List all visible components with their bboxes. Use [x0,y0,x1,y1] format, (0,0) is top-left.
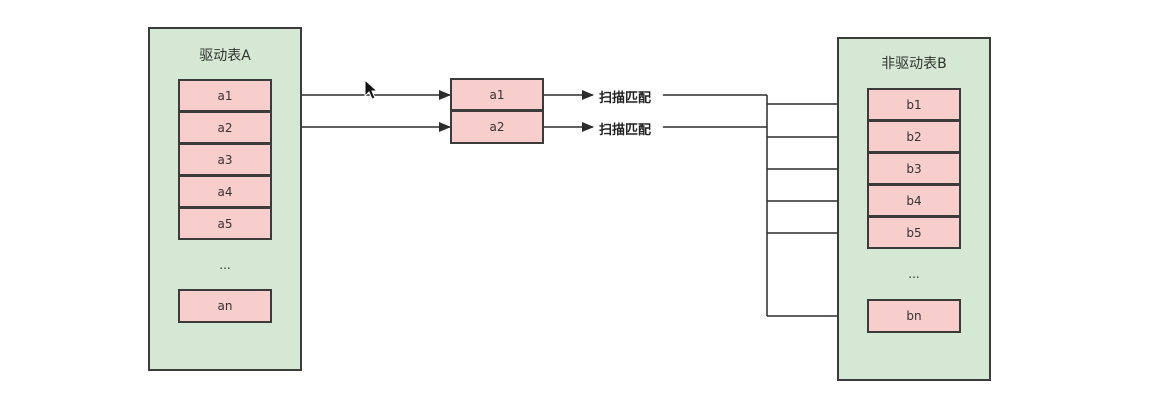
table-a-row-a4: a4 [178,175,272,208]
table-a-row-an: an [178,289,272,323]
table-b-row-b3: b3 [867,152,961,185]
table-b-row-bn: bn [867,299,961,333]
scan-match-label-1: 扫描匹配 [599,91,652,106]
table-b-row-b5: b5 [867,216,961,249]
table-a-row-a3: a3 [178,143,272,176]
table-b-row-b1: b1 [867,88,961,121]
table-a-ellipsis: ... [219,258,231,272]
table-a-row-a1: a1 [178,79,272,112]
non-driving-table-b-title: 非驱动表B [881,56,947,72]
middle-row-a1: a1 [450,78,544,111]
table-b-row-b2: b2 [867,120,961,153]
table-a-row-a2: a2 [178,111,272,144]
table-b-ellipsis: ... [908,267,920,281]
driving-table-a-title: 驱动表A [199,48,251,64]
mouse-cursor-icon [364,79,378,100]
table-a-row-a5: a5 [178,207,272,240]
scan-match-label-2: 扫描匹配 [599,123,652,138]
middle-row-a2: a2 [450,110,544,144]
table-b-row-b4: b4 [867,184,961,217]
